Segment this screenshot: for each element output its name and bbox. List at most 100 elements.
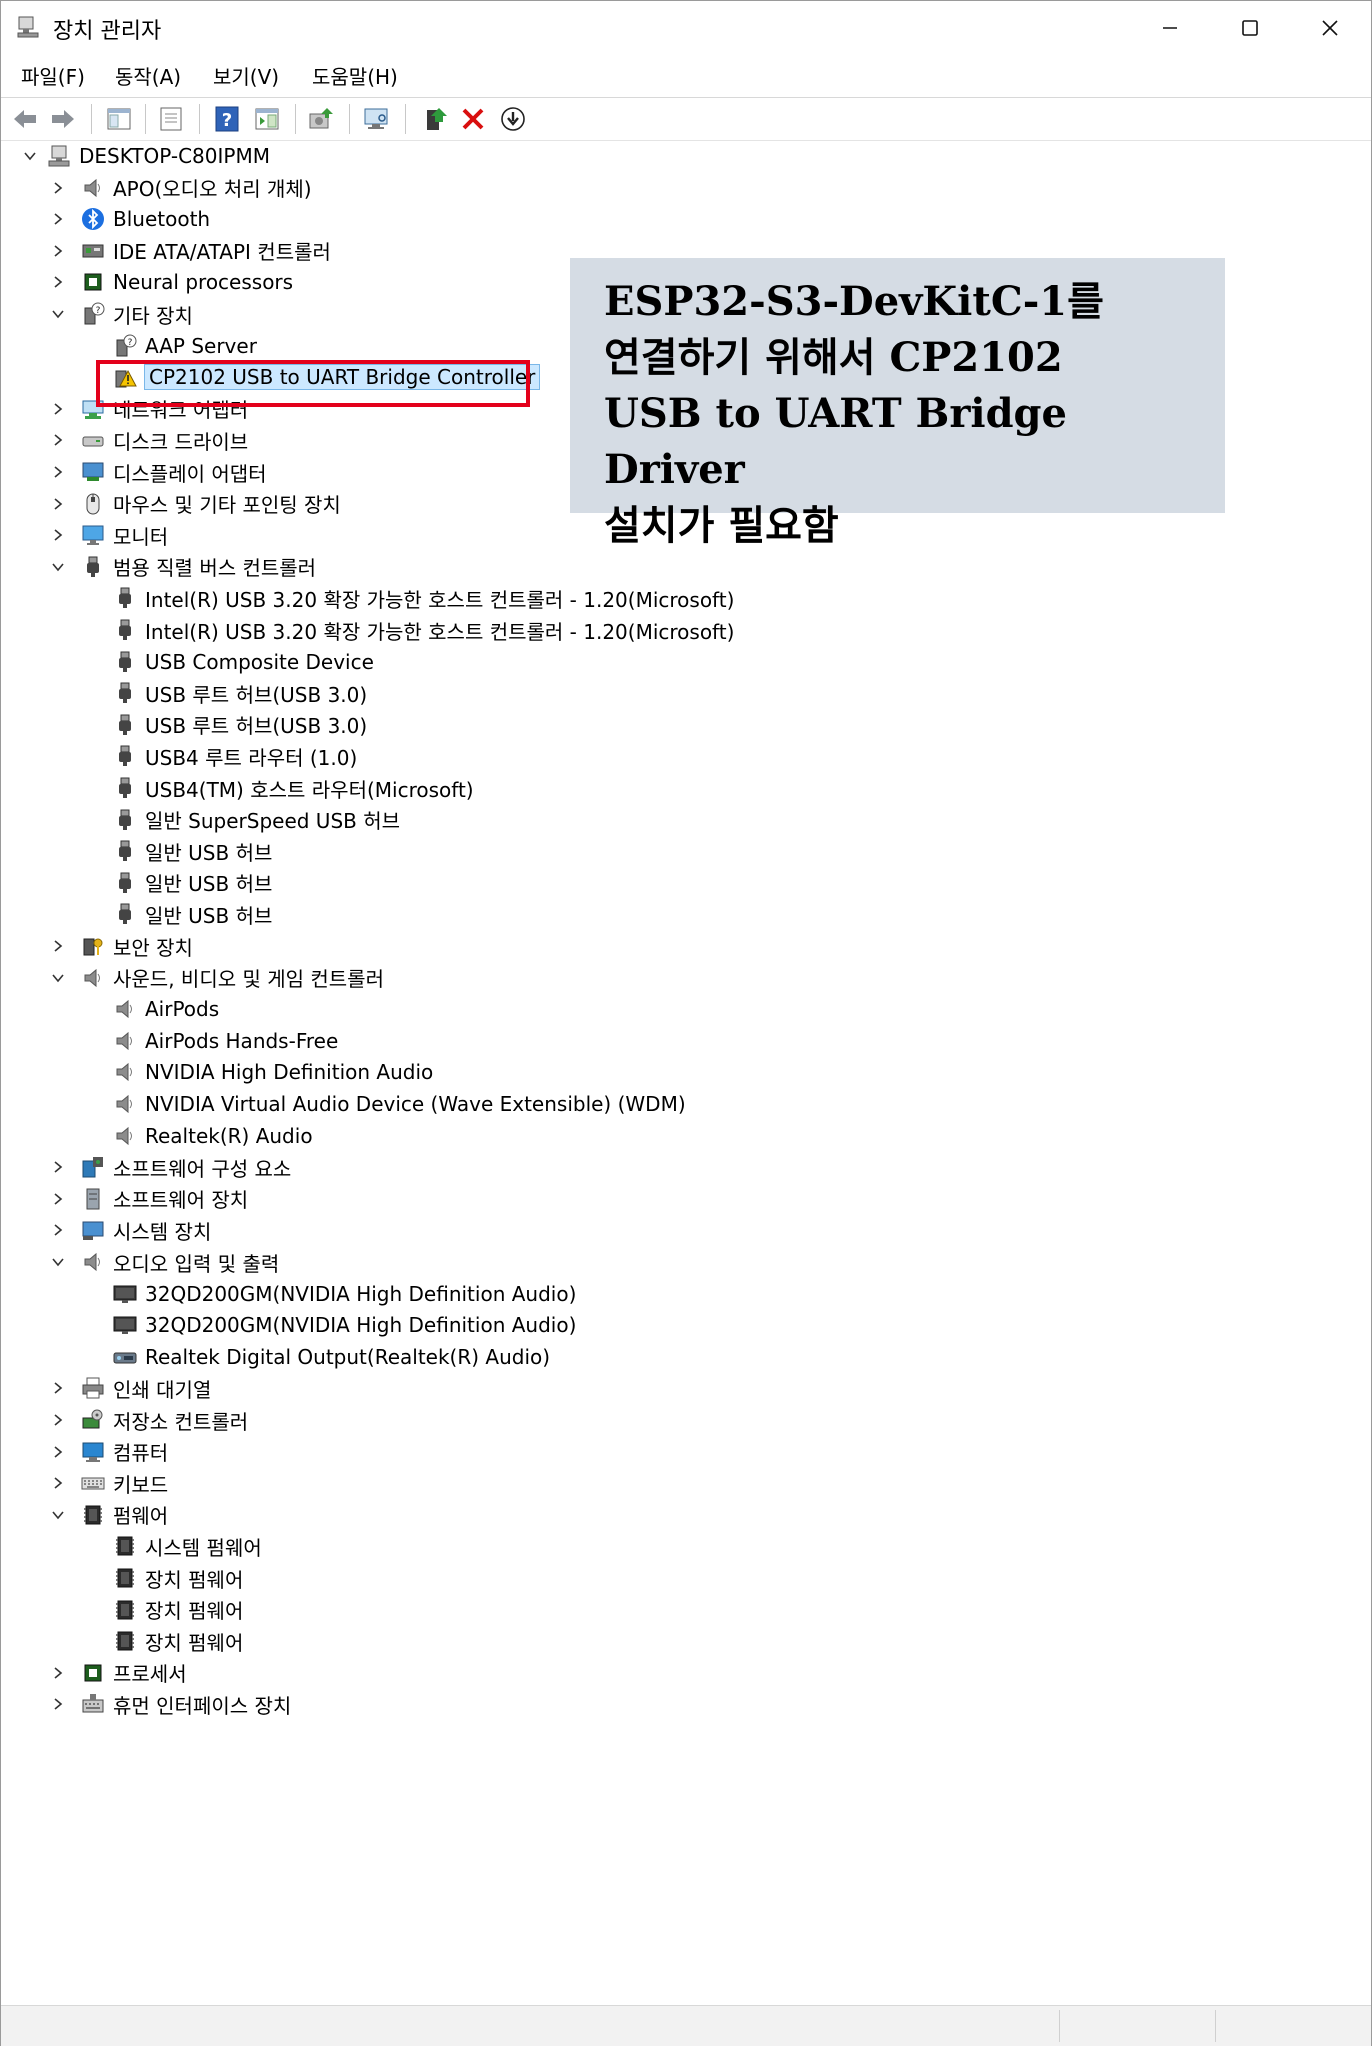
chevron-right-icon[interactable] <box>51 1476 65 1490</box>
chevron-down-icon[interactable] <box>51 560 65 574</box>
tree-item-label: 시스템 장치 <box>113 1219 212 1244</box>
tree-device[interactable]: ?AAP Server <box>113 331 257 361</box>
tree-category[interactable]: 마우스 및 기타 포인팅 장치 <box>54 489 341 519</box>
chevron-right-icon[interactable] <box>51 465 65 479</box>
chevron-right-icon[interactable] <box>51 1445 65 1459</box>
svg-text:?: ? <box>222 110 232 131</box>
tree-category[interactable]: 프로세서 <box>54 1658 187 1688</box>
tree-category[interactable]: 보안 장치 <box>54 931 193 961</box>
device-manager-icon <box>17 16 39 38</box>
tree-category[interactable]: 디스크 드라이브 <box>54 425 248 455</box>
tree-device[interactable]: 일반 USB 허브 <box>113 836 272 866</box>
tree-device[interactable]: USB4(TM) 호스트 라우터(Microsoft) <box>113 773 474 803</box>
back-icon[interactable] <box>11 106 39 132</box>
callout-text: ESP32-S3-DevKitC-1를 연결하기 위해서 CP2102 USB … <box>604 278 1104 549</box>
tree-device[interactable]: USB Composite Device <box>113 647 374 677</box>
chevron-down-icon[interactable] <box>51 971 65 985</box>
tree-category[interactable]: 모니터 <box>54 520 168 550</box>
tree-device[interactable]: USB 루트 허브(USB 3.0) <box>113 710 367 740</box>
tree-device[interactable]: 장치 펌웨어 <box>113 1626 243 1656</box>
tree-item-label: Intel(R) USB 3.20 확장 가능한 호스트 컨트롤러 - 1.20… <box>145 619 735 644</box>
tree-category[interactable]: 범용 직렬 버스 컨트롤러 <box>52 552 316 582</box>
uninstall-icon[interactable] <box>459 106 487 132</box>
close-button[interactable] <box>1290 1 1370 55</box>
tree-category[interactable]: 휴먼 인터페이스 장치 <box>54 1689 291 1719</box>
chevron-down-icon[interactable] <box>51 1508 65 1522</box>
tree-device[interactable]: Realtek Digital Output(Realtek(R) Audio) <box>113 1342 550 1372</box>
maximize-button[interactable] <box>1210 1 1290 55</box>
tree-device[interactable]: NVIDIA Virtual Audio Device (Wave Extens… <box>113 1089 686 1119</box>
tree-category[interactable]: 소프트웨어 구성 요소 <box>54 1152 291 1182</box>
chevron-down-icon[interactable] <box>23 141 37 171</box>
tree-device[interactable]: 32QD200GM(NVIDIA High Definition Audio) <box>113 1279 576 1309</box>
chevron-right-icon[interactable] <box>51 1666 65 1680</box>
tree-category[interactable]: IDE ATA/ATAPI 컨트롤러 <box>54 236 331 266</box>
tree-category[interactable]: 사운드, 비디오 및 게임 컨트롤러 <box>52 963 384 993</box>
chevron-right-icon[interactable] <box>51 1223 65 1237</box>
scan-hardware-icon[interactable] <box>363 106 391 132</box>
tree-root[interactable]: DESKTOP-C80IPMM <box>23 141 270 171</box>
tree-device[interactable]: USB4 루트 라우터 (1.0) <box>113 741 357 771</box>
chevron-right-icon[interactable] <box>51 939 65 953</box>
menu-view[interactable]: 보기(V) <box>213 65 280 89</box>
show-hide-tree-icon[interactable] <box>105 106 133 132</box>
chevron-right-icon[interactable] <box>51 528 65 542</box>
chevron-right-icon[interactable] <box>51 1413 65 1427</box>
tree-device[interactable]: 일반 USB 허브 <box>113 899 272 929</box>
tree-device[interactable]: NVIDIA High Definition Audio <box>113 1057 433 1087</box>
tree-device[interactable]: 장치 펌웨어 <box>113 1563 243 1593</box>
disable-device-icon[interactable] <box>499 106 527 132</box>
tree-category[interactable]: 펌웨어 <box>52 1500 168 1530</box>
forward-icon[interactable] <box>49 106 77 132</box>
tree-device[interactable]: 장치 펌웨어 <box>113 1595 243 1625</box>
tree-category[interactable]: 네트워크 어댑터 <box>54 394 248 424</box>
chevron-right-icon[interactable] <box>51 1381 65 1395</box>
chevron-right-icon[interactable] <box>51 1192 65 1206</box>
tree-category[interactable]: 컴퓨터 <box>54 1437 168 1467</box>
tree-item-label: 오디오 입력 및 출력 <box>113 1251 280 1276</box>
chevron-right-icon[interactable] <box>51 275 65 289</box>
tree-device[interactable]: Intel(R) USB 3.20 확장 가능한 호스트 컨트롤러 - 1.20… <box>113 583 734 613</box>
tree-category[interactable]: 오디오 입력 및 출력 <box>52 1247 280 1277</box>
tree-category[interactable]: Neural processors <box>54 267 293 297</box>
tree-device[interactable]: AirPods Hands-Free <box>113 1026 338 1056</box>
tree-device[interactable]: AirPods <box>113 994 219 1024</box>
tree-device[interactable]: Realtek(R) Audio <box>113 1121 313 1151</box>
properties-icon[interactable] <box>157 106 185 132</box>
menu-file[interactable]: 파일(F) <box>21 65 85 89</box>
tree-device[interactable]: 일반 SuperSpeed USB 허브 <box>113 805 400 835</box>
help-icon[interactable]: ? <box>213 106 241 132</box>
chevron-right-icon[interactable] <box>51 1697 65 1711</box>
tree-category[interactable]: 시스템 장치 <box>54 1215 212 1245</box>
chevron-right-icon[interactable] <box>51 433 65 447</box>
speaker-icon <box>116 1063 132 1082</box>
tree-device[interactable]: CP2102 USB to UART Bridge Controller <box>113 362 541 392</box>
chevron-right-icon[interactable] <box>51 1160 65 1174</box>
add-driver-icon[interactable] <box>421 106 449 132</box>
update-driver-icon[interactable] <box>307 106 335 132</box>
tree-device[interactable]: 32QD200GM(NVIDIA High Definition Audio) <box>113 1310 576 1340</box>
menu-help[interactable]: 도움말(H) <box>312 65 398 89</box>
tree-category[interactable]: Bluetooth <box>54 204 210 234</box>
tree-category[interactable]: ?기타 장치 <box>52 299 193 329</box>
chevron-down-icon[interactable] <box>51 1255 65 1269</box>
tree-category[interactable]: 인쇄 대기열 <box>54 1373 211 1403</box>
tree-device[interactable]: 일반 USB 허브 <box>113 868 272 898</box>
tree-category[interactable]: 키보드 <box>54 1468 168 1498</box>
chevron-right-icon[interactable] <box>51 497 65 511</box>
minimize-button[interactable] <box>1130 1 1210 55</box>
tree-category[interactable]: APO(오디오 처리 개체) <box>54 173 312 203</box>
tree-device[interactable]: Intel(R) USB 3.20 확장 가능한 호스트 컨트롤러 - 1.20… <box>113 615 734 645</box>
tree-device[interactable]: 시스템 펌웨어 <box>113 1531 262 1561</box>
action-pane-icon[interactable] <box>253 106 281 132</box>
tree-category[interactable]: 소프트웨어 장치 <box>54 1184 248 1214</box>
tree-device[interactable]: USB 루트 허브(USB 3.0) <box>113 678 367 708</box>
chevron-right-icon[interactable] <box>51 212 65 226</box>
tree-category[interactable]: 디스플레이 어댑터 <box>54 457 267 487</box>
menu-action[interactable]: 동작(A) <box>115 65 182 89</box>
chevron-down-icon[interactable] <box>51 307 65 321</box>
chevron-right-icon[interactable] <box>51 244 65 258</box>
chevron-right-icon[interactable] <box>51 402 65 416</box>
chevron-right-icon[interactable] <box>51 181 65 195</box>
tree-category[interactable]: 저장소 컨트롤러 <box>54 1405 248 1435</box>
